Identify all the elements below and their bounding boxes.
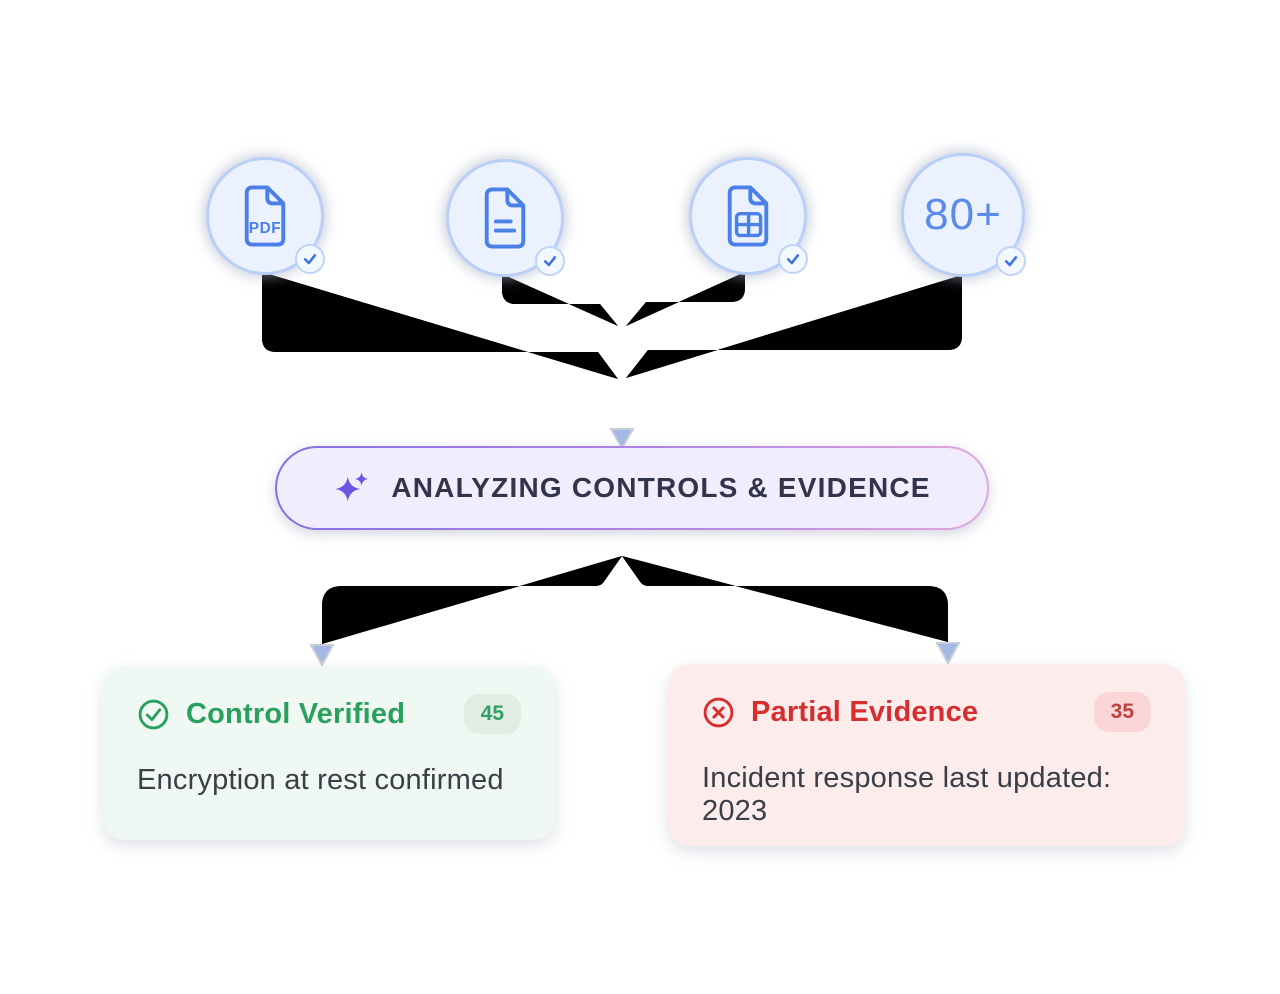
x-circle-icon [703,697,734,727]
partial-evidence-card: Partial Evidence 35 Incident response la… [668,664,1185,846]
check-badge [996,246,1026,276]
banner-label: ANALYZING CONTROLS & EVIDENCE [391,472,931,503]
card-header: Control Verified 45 [137,694,521,734]
arrow-down-icon [935,642,961,666]
control-verified-card: Control Verified 45 Encryption at rest c… [103,666,555,840]
pdf-label: PDF [249,220,282,237]
check-badge-icon [303,254,317,265]
check-badge [778,244,808,274]
count-80-plus-label: 80+ [924,190,1002,239]
source-node-text-document [446,159,565,277]
partial-title: Partial Evidence [751,695,979,728]
spreadsheet-file-icon [727,185,769,247]
check-badge [295,244,325,274]
verified-count-badge: 45 [463,694,521,734]
source-node-spreadsheet [689,157,808,275]
source-node-evidence-count: 80+ [901,153,1026,277]
check-badge-icon [786,254,800,265]
source-node-pdf: PDF [206,157,325,275]
card-header: Partial Evidence 35 [702,692,1151,732]
check-badge-icon [1004,256,1018,267]
verified-description: Encryption at rest confirmed [137,764,504,796]
analyzing-banner: ANALYZING CONTROLS & EVIDENCE [275,446,989,530]
verified-title: Control Verified [186,697,406,730]
partial-description: Incident response last updated: 2023 [702,762,1112,827]
check-circle-icon [138,699,169,729]
sparkles-icon [335,472,369,502]
text-file-icon [484,187,526,249]
partial-count-badge: 35 [1093,692,1151,732]
check-badge [535,246,565,276]
pdf-file-icon: PDF [244,185,286,247]
check-badge-icon [543,256,557,267]
arrow-down-icon [309,644,335,668]
